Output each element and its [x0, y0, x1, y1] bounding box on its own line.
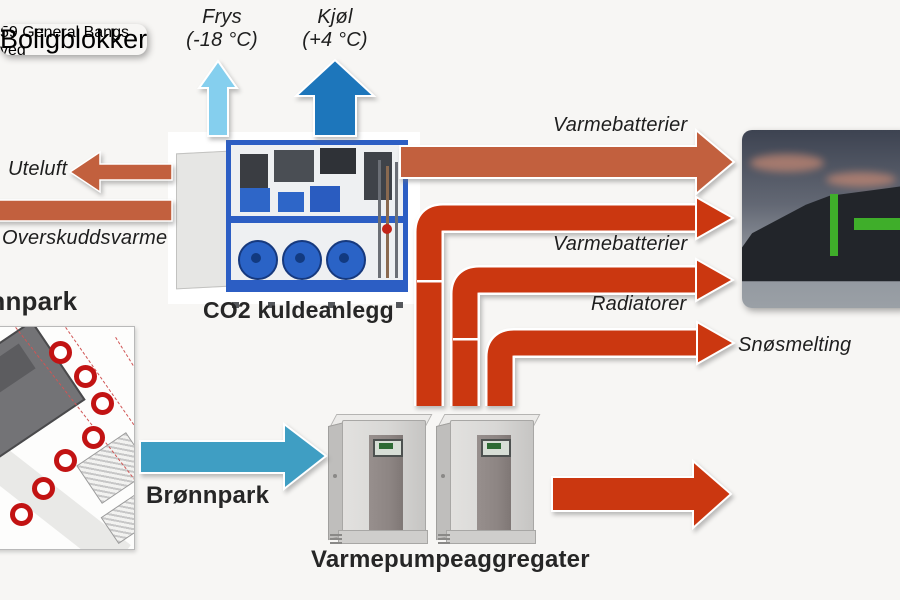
- pipe-joint: [417, 280, 442, 283]
- bent-arrow-outline: [485, 328, 697, 406]
- heat-pump-body: [342, 420, 426, 534]
- machine-beam: [231, 280, 403, 287]
- machine-pipe: [395, 162, 398, 278]
- co2-label-prefix: CO: [203, 297, 238, 323]
- radiatorer-label: Radiatorer: [591, 293, 687, 315]
- machine-pipe: [386, 166, 389, 278]
- storefront-windows: [760, 236, 822, 249]
- compressor: [282, 240, 322, 280]
- heat-pump-vents: [330, 534, 342, 544]
- apartment-photo: 59 General Bangs veg Trondheim, Sør-Trøn…: [0, 24, 147, 55]
- heat-pump-base: [446, 530, 536, 544]
- bronnpark-site-label: Brønnpark: [0, 286, 78, 316]
- bronnpark-arrow-label: Brønnpark: [146, 482, 270, 509]
- compressor-core: [339, 253, 349, 263]
- well-park-site-plan: [0, 326, 135, 550]
- heat-pumps-label: Varmepumpeaggregater: [311, 546, 590, 573]
- heat-pump-vents: [438, 534, 450, 544]
- radiatorer-arrowhead: [695, 257, 736, 303]
- machine-foot: [232, 302, 239, 308]
- kiwi-green-logo-strip: [854, 218, 900, 230]
- kjol-label-block: Kjøl (+4 °C): [290, 6, 380, 52]
- energy-well-marker: [91, 392, 114, 415]
- co2-label-subscript: 2: [237, 297, 251, 323]
- compressor: [326, 240, 366, 280]
- energy-well-marker: [49, 341, 72, 364]
- co2-plant-photo: [168, 132, 420, 308]
- energy-well-marker: [82, 426, 105, 449]
- apartment-photo-title: Boligblokker: [0, 24, 148, 54]
- bronnpark-arrow: [139, 421, 328, 492]
- machine-foot: [328, 302, 335, 308]
- kjol-temp: (+4 °C): [302, 29, 368, 51]
- heat-pump-base: [338, 530, 428, 544]
- kiwi-store-photo: KIWI Dalgård Foto – Øystein Thommesen AS: [742, 130, 900, 308]
- heat-pump-screen: [487, 443, 501, 449]
- pipe-joint: [453, 338, 478, 341]
- uteluft-arrow: [68, 150, 173, 194]
- machine-valve-block: [310, 186, 340, 212]
- frys-label: Frys: [202, 6, 242, 28]
- kjol-label: Kjøl: [317, 6, 353, 28]
- map-address-box: 59 General Bangs veg Trondheim, Sør-Trøn…: [0, 24, 147, 55]
- co2-label-suffix: kuldeanlegg: [250, 297, 394, 323]
- overskuddsvarme-label: Overskuddsvarme: [2, 227, 168, 249]
- kiwi-green-banner: [830, 194, 838, 256]
- varmebatterier-bent-arrowhead: [695, 195, 736, 241]
- cloud: [826, 172, 896, 187]
- frys-label-block: Frys (-18 °C): [178, 6, 266, 52]
- compressor-core: [295, 253, 305, 263]
- overskuddsvarme-arrow: [0, 199, 173, 222]
- energy-well-marker: [32, 477, 55, 500]
- varmebatterier-top-label: Varmebatterier: [553, 114, 688, 136]
- machine-foot: [396, 302, 403, 308]
- heat-pump-unit: [328, 414, 433, 544]
- energy-well-marker: [54, 449, 77, 472]
- machine-valve-block: [278, 192, 304, 212]
- energy-well-marker: [74, 365, 97, 388]
- site-plan-building-shading: [0, 343, 36, 436]
- machine-cabinet: [274, 150, 314, 182]
- heat-pump-body: [450, 420, 534, 534]
- machine-cabinet: [320, 148, 356, 174]
- compressor: [238, 240, 278, 280]
- storefront-windows: [856, 232, 900, 248]
- address-line-1: 59 General Bangs veg: [0, 24, 129, 55]
- machine-valve-block: [240, 188, 270, 212]
- varmebatterier-mid-label: Varmebatterier: [553, 233, 688, 255]
- kiwi-photo-reflection: [0, 0, 168, 24]
- machine-foot: [268, 302, 275, 308]
- cloud: [750, 154, 824, 172]
- co2-plant-label: CO2 kuldeanlegg: [203, 297, 394, 324]
- frys-arrow: [197, 59, 239, 137]
- compressor-core: [251, 253, 261, 263]
- varmebatterier-top-arrow: [399, 127, 736, 197]
- heat-pump-port: [333, 474, 337, 478]
- uteluft-label: Uteluft: [8, 158, 68, 180]
- snosmelting-arrow: [487, 330, 697, 406]
- heat-pump-unit: [436, 414, 541, 544]
- boligblokk-arrow: [551, 458, 733, 531]
- heat-pump-screen: [379, 443, 393, 449]
- snosmelting-arrowhead: [696, 320, 737, 366]
- snosmelting-label: Snøsmelting: [738, 334, 852, 356]
- kjol-arrow: [293, 58, 377, 137]
- machine-valve: [382, 224, 392, 234]
- energy-well-marker: [10, 503, 33, 526]
- frys-temp: (-18 °C): [186, 29, 258, 51]
- heat-pump-display: [373, 439, 403, 457]
- machine-pipe: [378, 160, 381, 278]
- machine-side-panel: [176, 150, 230, 290]
- heat-pump-display: [481, 439, 511, 457]
- machine-beam: [231, 216, 403, 223]
- heat-pump-port: [441, 474, 445, 478]
